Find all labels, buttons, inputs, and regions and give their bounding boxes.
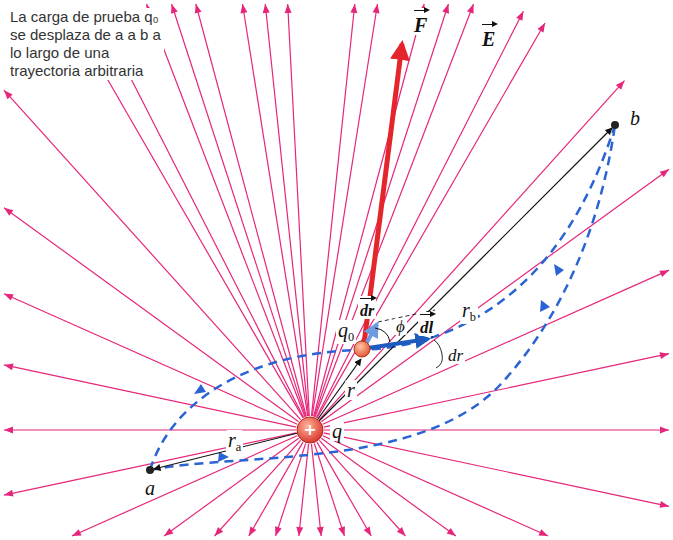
vector-arrow <box>414 10 428 11</box>
field-arrowhead <box>240 4 247 13</box>
field-arrowhead <box>296 527 303 536</box>
dr-label: dr <box>446 347 465 364</box>
field-arrowhead <box>537 23 545 33</box>
field-line <box>321 169 669 422</box>
field-line <box>324 429 669 430</box>
radius-b-label: rb <box>460 300 478 324</box>
test-charge-label: q0 <box>336 320 356 344</box>
upper-path <box>150 125 615 470</box>
test-charge <box>354 341 370 357</box>
force-label: F <box>412 8 429 35</box>
field-line <box>75 23 303 418</box>
field-line <box>4 429 296 430</box>
phi-arc <box>375 328 390 342</box>
field-arrowhead <box>659 352 669 359</box>
field-arrowhead <box>516 11 523 21</box>
field-line <box>314 4 425 416</box>
field-line <box>315 4 474 417</box>
field-arrowhead <box>538 529 548 536</box>
field-arrowhead <box>72 529 82 536</box>
component-brackets <box>378 310 442 368</box>
field-line <box>4 208 299 422</box>
field-line <box>172 4 306 417</box>
field-line <box>316 11 523 417</box>
field-line <box>215 440 301 536</box>
field-arrowhead <box>616 81 625 90</box>
angle-label: ϕ <box>394 318 407 335</box>
path-trajectories <box>150 125 615 470</box>
field-arrowhead <box>4 363 14 370</box>
field-line <box>4 365 296 427</box>
dr-vector <box>366 324 377 344</box>
field-line <box>317 23 545 418</box>
point-a-label: a <box>143 478 157 498</box>
field-arrowhead <box>317 527 324 536</box>
field-arrowhead <box>467 4 474 14</box>
charge-sign: + <box>303 422 316 438</box>
field-arrowhead <box>4 490 14 497</box>
charge-label: q <box>330 421 344 441</box>
field-arrowhead <box>373 4 380 13</box>
field-arrowhead <box>659 501 669 508</box>
field-arrowhead <box>195 4 202 14</box>
field-arrowhead <box>4 208 13 216</box>
field-line <box>4 90 301 419</box>
field-line <box>312 4 377 416</box>
dr-vector-label: dr <box>358 296 376 319</box>
field-arrowhead <box>263 4 270 13</box>
field-arrowhead <box>338 526 345 536</box>
field-line <box>314 4 448 417</box>
field-line <box>323 270 669 424</box>
dl-vector-label: dl <box>418 312 435 336</box>
field-line <box>311 444 321 536</box>
field-line <box>314 443 344 536</box>
field-label: E <box>480 22 497 49</box>
field-arrowhead <box>215 527 224 536</box>
field-arrowhead <box>660 169 669 177</box>
field-arrowhead <box>4 294 14 301</box>
field-arrowhead <box>364 526 372 536</box>
field-arrowhead <box>442 4 449 14</box>
field-arrowhead <box>275 526 282 536</box>
dl-vector <box>368 339 428 348</box>
field-line <box>299 444 309 536</box>
radius-a-label: ra <box>226 430 243 454</box>
field-arrowhead <box>447 528 456 536</box>
field-line <box>317 442 371 536</box>
field-arrowhead <box>171 4 178 14</box>
field-arrowhead <box>660 427 669 434</box>
point-b <box>611 121 619 129</box>
field-line <box>321 438 456 536</box>
vector-arrow <box>482 24 496 25</box>
caption-note: La carga de prueba q₀ se desplaza de a a… <box>8 8 164 80</box>
field-line <box>146 4 305 417</box>
field-arrowhead <box>164 528 173 536</box>
field-arrowhead <box>4 427 13 434</box>
point-b-label: b <box>628 108 642 128</box>
field-arrowhead <box>4 90 13 99</box>
point-a <box>146 466 154 474</box>
field-line <box>319 81 624 420</box>
vector-arrow <box>420 314 434 315</box>
field-arrowhead <box>659 270 669 277</box>
field-arrowhead <box>285 4 292 13</box>
field-line <box>72 436 297 536</box>
field-arrowhead <box>397 527 406 536</box>
radius-label: r <box>345 380 357 400</box>
field-arrowhead <box>249 526 257 536</box>
field-line <box>4 294 297 425</box>
field-arrowhead <box>350 4 357 13</box>
field-line <box>196 4 307 416</box>
field-lines <box>4 4 669 536</box>
vector-arrow <box>360 298 375 299</box>
path-arrowheads <box>194 264 564 462</box>
source-charge <box>297 417 323 443</box>
lower-path <box>150 125 615 470</box>
